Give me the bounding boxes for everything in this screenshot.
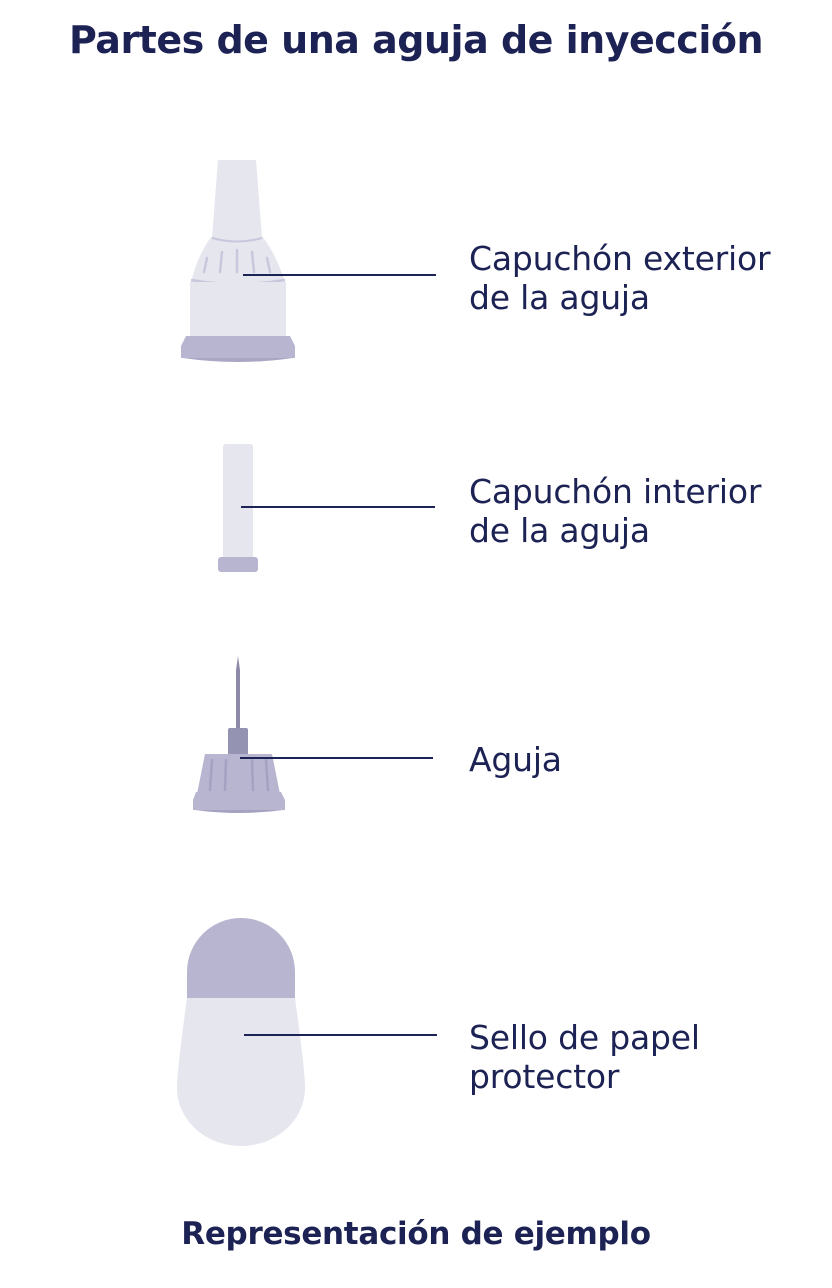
label-line: Capuchón interior <box>469 472 762 511</box>
label-line: de la aguja <box>469 278 650 317</box>
pen-needle-icon <box>193 656 285 813</box>
label-needle: Aguja <box>469 740 562 779</box>
label-paper-seal: Sello de papel protector <box>469 1018 700 1096</box>
protective-paper-seal-icon <box>177 918 305 1146</box>
label-line: Sello de papel <box>469 1018 700 1057</box>
caption: Representación de ejemplo <box>181 1216 651 1252</box>
page-title: Partes de una aguja de inyección <box>68 18 764 62</box>
label-line: Capuchón exterior <box>469 239 771 278</box>
inner-needle-cap-icon <box>218 444 258 572</box>
outer-needle-cap-icon <box>181 160 295 362</box>
label-line: protector <box>469 1057 620 1096</box>
label-line: de la aguja <box>469 511 650 550</box>
label-line: Aguja <box>469 740 562 779</box>
label-outer-needle-cap: Capuchón exterior de la aguja <box>469 239 771 317</box>
label-inner-needle-cap: Capuchón interior de la aguja <box>469 472 761 550</box>
leader-lines <box>240 274 437 1036</box>
